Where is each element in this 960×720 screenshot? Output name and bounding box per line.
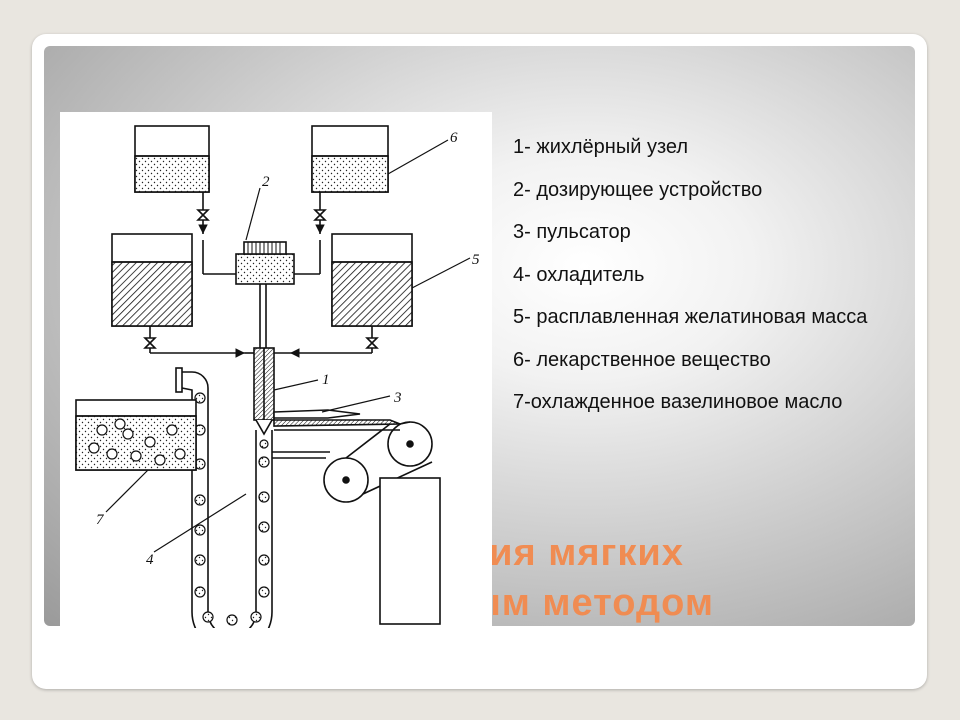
slide-title-line-1: чения мягких (420, 532, 684, 574)
callout-labels: 1 2 3 4 5 6 7 (96, 130, 480, 568)
apparatus-figure: 1 2 3 4 5 6 7 (60, 112, 492, 653)
slide-title-line-2: ьным методом (420, 582, 714, 624)
drug-tank-left (134, 125, 210, 193)
legend-item: 3- пульсатор (513, 221, 631, 243)
callout-3: 3 (393, 390, 402, 406)
gelatin-tank-right (331, 233, 413, 327)
apparatus-diagram: 1 2 3 4 5 6 7 (75, 125, 480, 653)
legend-item: 6- лекарственное вещество (513, 348, 771, 371)
cooling-column (175, 367, 441, 653)
gelatin-tank-left (111, 233, 193, 327)
pulsator (273, 409, 433, 467)
oil-vessel (75, 399, 197, 471)
drug-tank-right (311, 125, 389, 193)
legend-item: 1- жихлёрный узел (513, 136, 689, 158)
capsule-droplets (194, 392, 270, 626)
legend: 1- жихлёрный узел 2- дозирующее устройст… (513, 134, 913, 432)
legend-item: 5- расплавленная желатиновая масса (513, 306, 868, 328)
legend-item: 4- охладитель (513, 263, 645, 286)
nozzle-unit (253, 347, 275, 436)
legend-item: 2- дозирующее устройство (513, 178, 763, 201)
legend-item: 7-охлажденное вазелиновое масло (513, 391, 843, 413)
callout-4: 4 (146, 552, 154, 568)
slide-title: чения мягких ьным методом (420, 528, 920, 628)
callout-7: 7 (96, 512, 105, 528)
callout-6: 6 (450, 130, 458, 146)
callout-1: 1 (322, 372, 330, 388)
valve-icon (196, 209, 327, 221)
callout-5: 5 (472, 252, 480, 268)
callout-2: 2 (262, 174, 270, 190)
dosing-device (235, 241, 295, 352)
